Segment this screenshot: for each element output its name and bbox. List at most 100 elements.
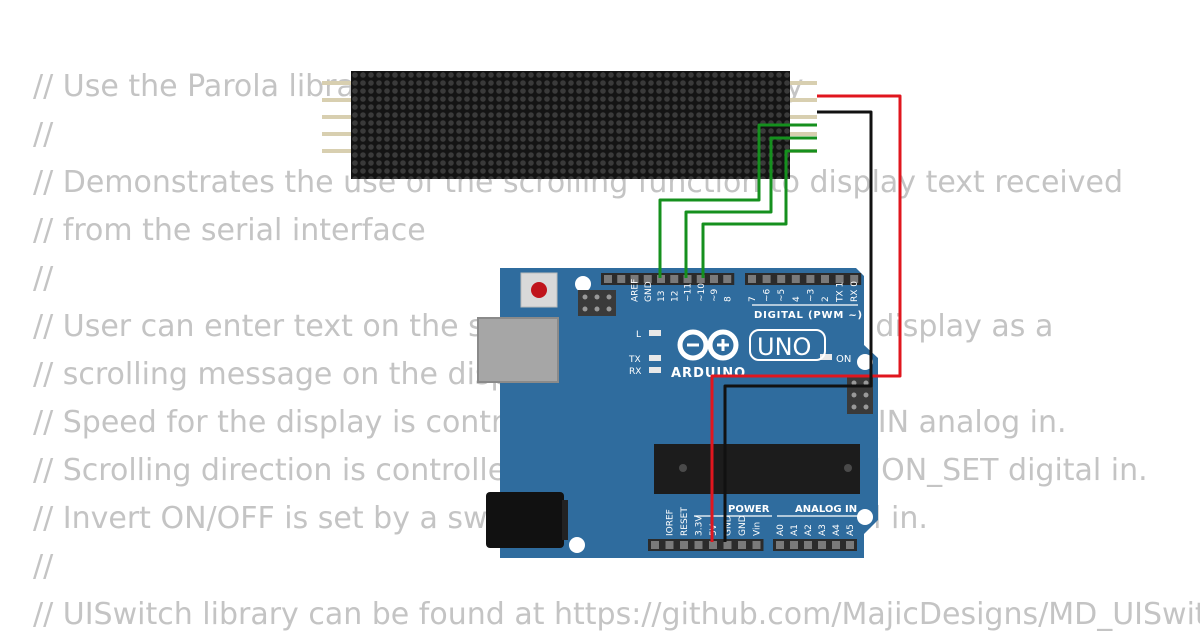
pin-label: 5V (709, 523, 719, 536)
led-matrix-module[interactable] (322, 71, 817, 179)
pin-label: A3 (818, 524, 828, 536)
wire-green-cs (684, 136, 817, 278)
power-pin-socket[interactable] (752, 541, 761, 549)
mounting-hole (569, 537, 585, 553)
digital-pin-socket[interactable] (748, 275, 756, 283)
pin-label: A0 (776, 524, 786, 536)
power-pin-socket[interactable] (694, 541, 703, 549)
pin-label: ~9 (710, 288, 720, 302)
digital-pin-socket[interactable] (806, 275, 815, 283)
pin-label: AREF (631, 279, 641, 302)
mounting-hole (857, 509, 873, 525)
pin-label: 8 (723, 296, 733, 302)
pin-label: Vin (753, 522, 763, 536)
code-line: // (33, 117, 54, 152)
analog-label: ANALOG IN (795, 504, 857, 515)
analog-pin-socket[interactable] (832, 541, 840, 549)
led-tx-indicator (649, 355, 661, 361)
power-pin-socket[interactable] (723, 541, 732, 549)
digital-pin-socket[interactable] (657, 275, 665, 283)
analog-pin-socket[interactable] (776, 541, 784, 549)
pin-label: ~3 (806, 289, 816, 302)
pin-label: RX 0 (850, 281, 860, 302)
icsp-header-top (578, 290, 616, 316)
digital-header-label: DIGITAL (PWM ~) (754, 310, 863, 321)
digital-header[interactable] (601, 273, 862, 285)
digital-pin-socket[interactable] (791, 275, 800, 283)
digital-pin-socket[interactable] (617, 275, 626, 283)
digital-pin-socket[interactable] (723, 275, 732, 283)
power-pin-socket[interactable] (738, 541, 746, 549)
power-jack (486, 492, 564, 548)
board-brand: ARDUINO (671, 366, 746, 381)
matrix-led-grid (351, 71, 790, 179)
mounting-hole (575, 276, 591, 292)
model-badge (749, 329, 826, 361)
power-pin-socket[interactable] (665, 541, 674, 549)
led-label-tx: TX (628, 355, 641, 365)
digital-pin-socket[interactable] (670, 275, 679, 283)
matrix-output-pins (789, 81, 817, 153)
wire-red-vcc (710, 94, 902, 542)
pin-label: 2 (821, 296, 831, 302)
wire-green-clk (701, 149, 817, 278)
digital-pin-socket[interactable] (683, 275, 692, 283)
analog-pin-socket[interactable] (846, 541, 854, 549)
digital-pin-socket[interactable] (604, 275, 612, 283)
power-jack-edge (562, 500, 568, 540)
wire-green-din (658, 123, 817, 278)
digital-pin-socket[interactable] (630, 275, 639, 283)
led-on-indicator (820, 354, 832, 360)
power-housing (648, 539, 764, 551)
digital-pin-socket[interactable] (850, 275, 859, 283)
power-label: POWER (728, 504, 770, 515)
pin-label: GND (644, 281, 654, 302)
pin-label: ~10 (697, 283, 707, 302)
matrix-input-pins (322, 81, 352, 153)
digital-pin-socket[interactable] (643, 275, 652, 283)
digital-pin-socket[interactable] (821, 275, 829, 283)
power-pin-socket[interactable] (651, 541, 659, 549)
pin-label: ~5 (777, 289, 787, 302)
analog-header[interactable] (773, 539, 857, 551)
pin-label: 12 (670, 291, 680, 302)
code-line: // Demonstrates the use of the scrolling… (33, 165, 1123, 200)
pin-label: GND (738, 515, 748, 536)
code-line: // (33, 549, 54, 584)
analog-pin-socket[interactable] (790, 541, 798, 549)
pin-label: 4 (792, 296, 802, 302)
digital-housing (745, 273, 862, 285)
microcontroller-chip (654, 444, 860, 494)
power-pin-socket[interactable] (709, 541, 717, 549)
led-label-on: ON (836, 354, 851, 365)
pin-label: A1 (790, 524, 800, 536)
pin-label: A5 (846, 524, 856, 536)
wires (658, 94, 902, 542)
board-model: UNO (757, 333, 811, 361)
code-line: // (33, 261, 54, 296)
code-line: // from the serial interface (33, 213, 426, 248)
analog-housing (773, 539, 857, 551)
pin-label: A2 (804, 524, 814, 536)
led-label-l: L (636, 330, 641, 340)
reset-button[interactable] (531, 282, 547, 298)
chip-dot (679, 464, 687, 472)
digital-pin-socket[interactable] (762, 275, 771, 283)
pin-label: ~11 (684, 283, 694, 302)
digital-pin-socket[interactable] (710, 275, 718, 283)
pin-label: GND (724, 515, 734, 536)
analog-pin-socket[interactable] (804, 541, 812, 549)
pin-label: TX 1 (836, 282, 846, 303)
pin-label: ~6 (763, 288, 773, 302)
digital-pin-socket[interactable] (777, 275, 786, 283)
analog-pin-socket[interactable] (818, 541, 826, 549)
chip-dot (844, 464, 852, 472)
power-header[interactable] (648, 539, 764, 551)
digital-pin-socket[interactable] (835, 275, 844, 283)
led-label-rx: RX (629, 367, 641, 377)
power-pin-socket[interactable] (680, 541, 688, 549)
digital-pin-socket[interactable] (696, 275, 705, 283)
